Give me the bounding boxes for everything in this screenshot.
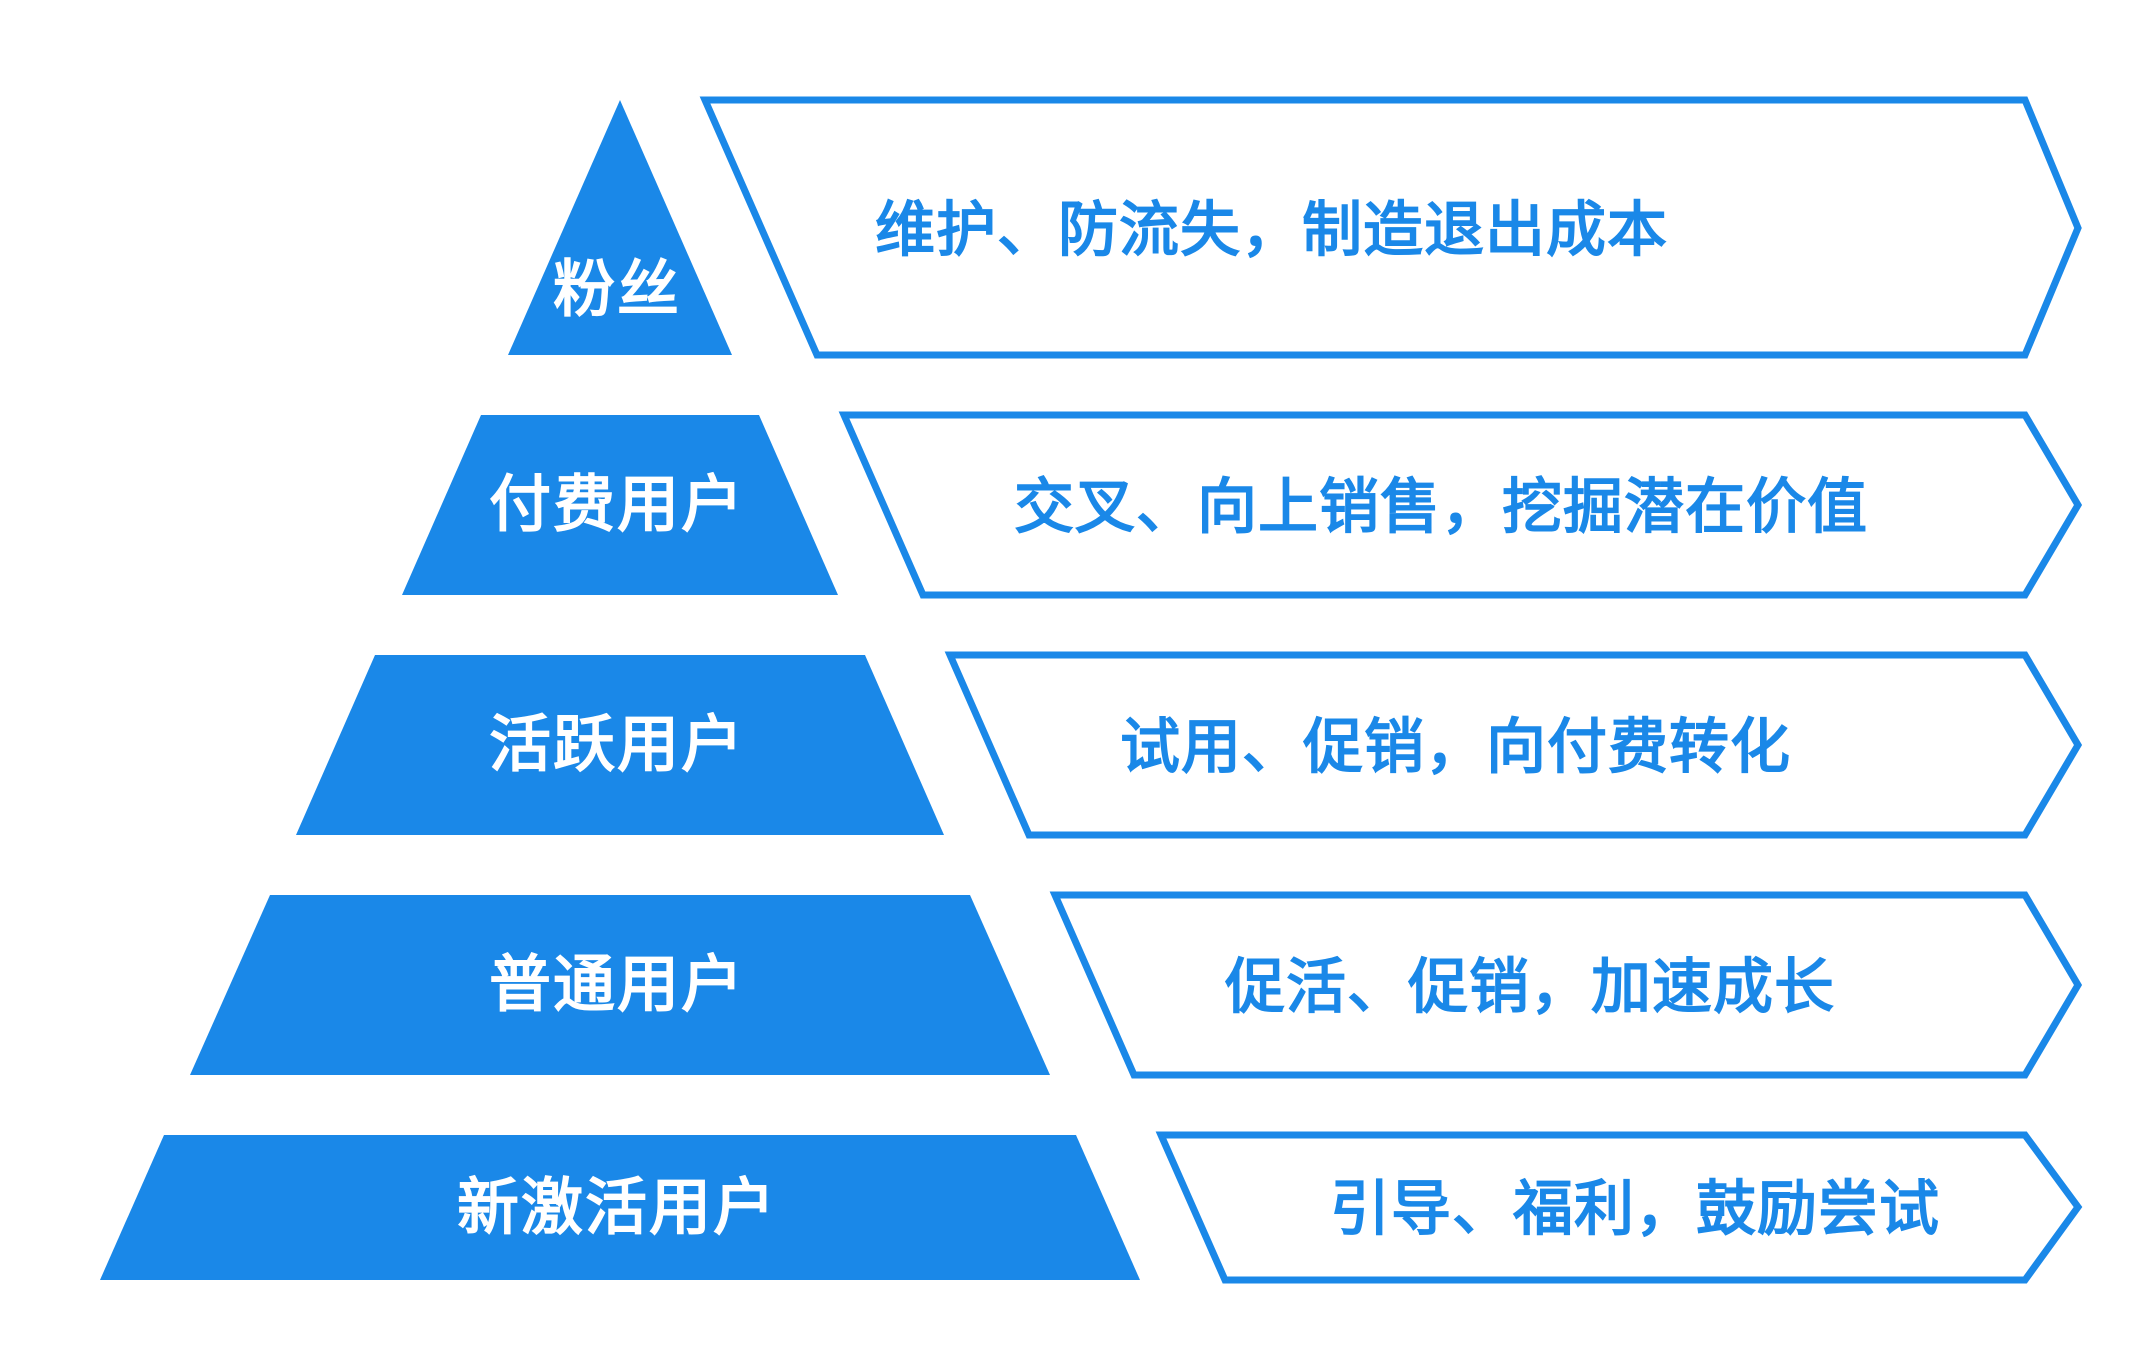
pyramid-level-4: 普通用户 促活、促销，加速成长 bbox=[190, 891, 2083, 1079]
pyramid-level-4-shape bbox=[190, 895, 1050, 1075]
banner-3-text: 试用、促销，向付费转化 bbox=[1120, 714, 1791, 781]
pyramid-level-2-shape bbox=[402, 415, 838, 595]
banner-2-text: 交叉、向上销售，挖掘潜在价值 bbox=[1014, 474, 1868, 541]
banner-3-shape bbox=[944, 651, 2083, 839]
banner-4-shape bbox=[1049, 891, 2083, 1079]
pyramid-level-2-label: 付费用户 bbox=[489, 471, 745, 540]
banner-2-shape bbox=[838, 411, 2083, 599]
pyramid-level-1: 粉丝 维护、防流失，制造退出成本 bbox=[508, 96, 2082, 359]
banner-1-text: 维护、防流失，制造退出成本 bbox=[875, 197, 1668, 264]
pyramid-level-3-label: 活跃用户 bbox=[489, 711, 745, 780]
pyramid-level-1-shape bbox=[508, 100, 732, 355]
pyramid-level-5: 新激活用户 引导、福利，鼓励尝试 bbox=[100, 1131, 2083, 1284]
pyramid-level-1-label: 粉丝 bbox=[553, 256, 681, 325]
banner-5-text: 引导、福利，鼓励尝试 bbox=[1330, 1176, 1940, 1243]
banner-5-shape bbox=[1155, 1131, 2083, 1284]
pyramid-level-4-label: 普通用户 bbox=[489, 951, 745, 1020]
banner-1-shape bbox=[699, 96, 2082, 359]
pyramid-level-5-shape bbox=[100, 1135, 1140, 1280]
pyramid-level-5-label: 新激活用户 bbox=[457, 1174, 777, 1243]
pyramid-level-3-shape bbox=[296, 655, 944, 835]
pyramid-level-2: 付费用户 交叉、向上销售，挖掘潜在价值 bbox=[402, 411, 2083, 599]
pyramid-level-3: 活跃用户 试用、促销，向付费转化 bbox=[296, 651, 2083, 839]
banner-4-text: 促活、促销，加速成长 bbox=[1224, 954, 1835, 1021]
